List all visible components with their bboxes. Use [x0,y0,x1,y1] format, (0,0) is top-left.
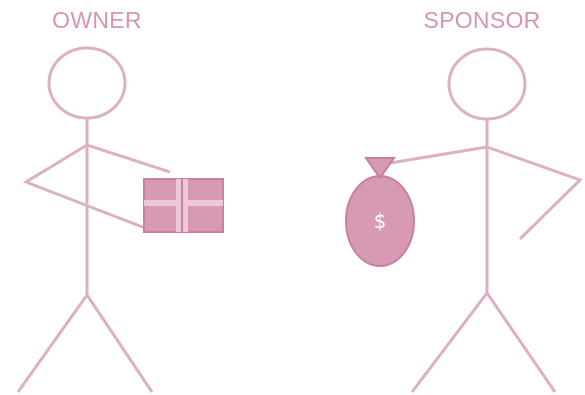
sponsor-right-arm [487,147,580,239]
sponsor-left-arm [384,147,487,164]
sponsor-left-leg [412,293,487,392]
gift-box [144,179,223,232]
money-bag-tie [366,158,394,178]
sponsor-right-leg [487,293,555,392]
owner-head [49,48,125,118]
owner-left-leg [18,295,87,392]
money-bag: $ [346,158,414,266]
owner-right-arm [87,145,170,172]
dollar-sign: $ [374,209,387,233]
sponsor-label: SPONSOR [423,7,540,33]
owner-figure: OWNER [18,7,223,392]
sponsor-figure: SPONSOR $ [346,7,580,392]
owner-label: OWNER [52,7,142,33]
owner-right-leg [87,295,152,392]
sponsor-head [449,49,525,119]
